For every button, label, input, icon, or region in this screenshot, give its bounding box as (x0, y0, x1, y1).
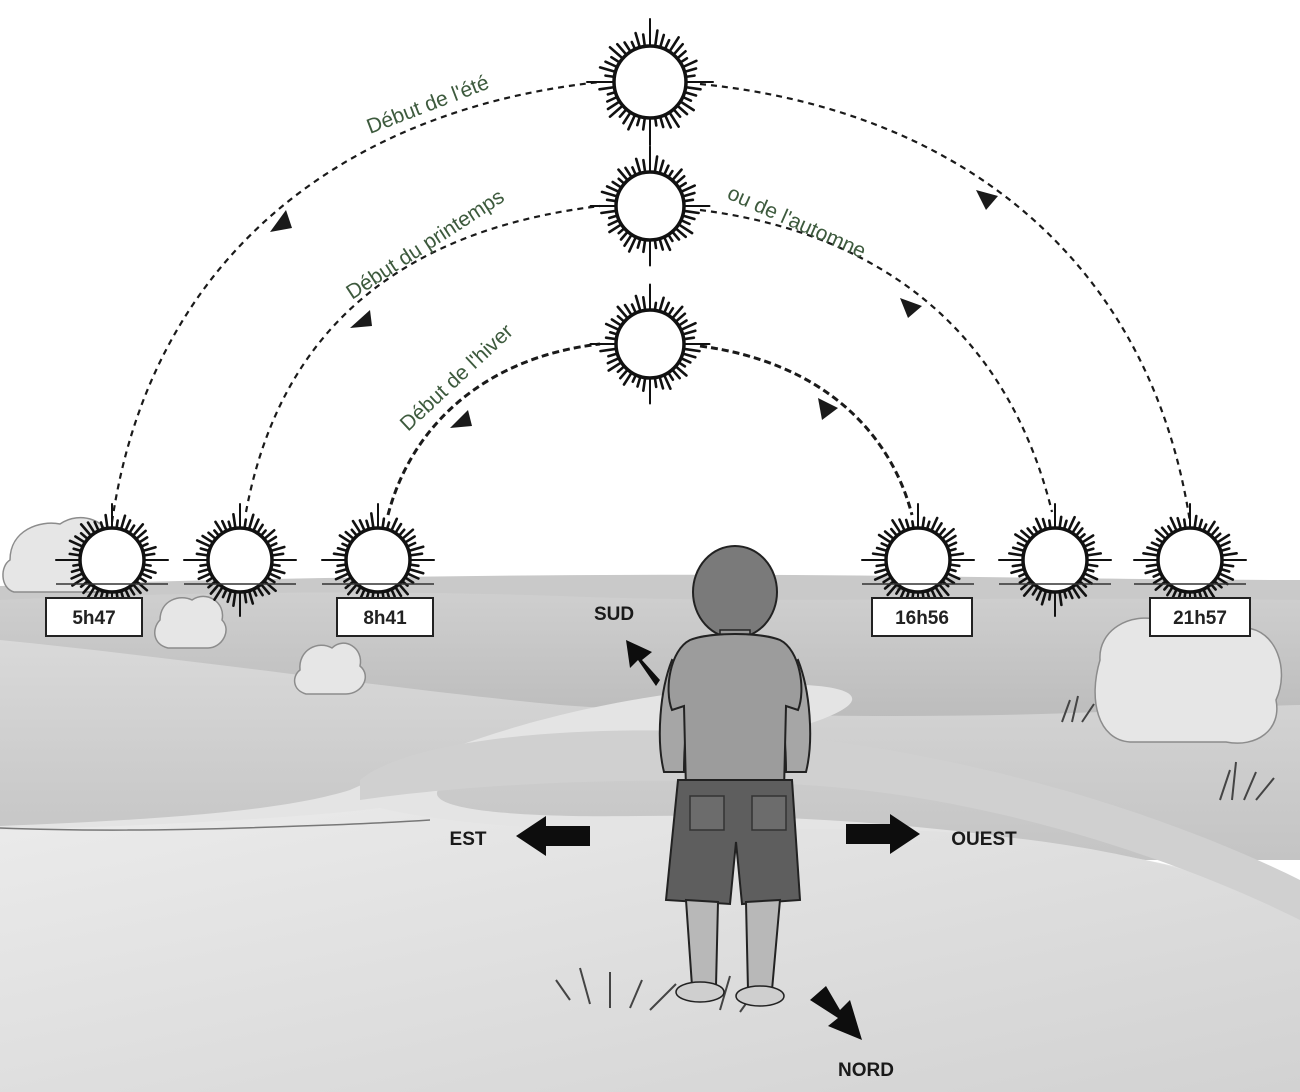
south-arrow (626, 640, 660, 686)
field-edge (0, 819, 431, 831)
child-pocket-left (689, 795, 725, 831)
north-arrow (810, 986, 862, 1040)
sun-winter-sunrise-icon (321, 503, 435, 617)
summer-arc-right (699, 82, 1192, 523)
suns (55, 18, 1247, 617)
autumn-label: ou de l'automne (724, 182, 869, 264)
east-label: EST (450, 829, 487, 850)
bush-center-left (293, 642, 366, 695)
sun-summer-noon-icon (586, 18, 714, 146)
time-box-summer-sunset: 21h57 (1149, 597, 1251, 637)
arc-arrow-equinox-right (900, 298, 922, 318)
grass-tuft-right (1219, 761, 1275, 801)
winter-sunrise-time: 8h41 (363, 608, 407, 629)
child-observer (658, 545, 812, 1007)
winter-sunset-time: 16h56 (895, 608, 949, 629)
sun-winter-noon-icon (589, 283, 711, 405)
spring-label: Début du printemps (342, 185, 508, 304)
west-label: OUEST (951, 829, 1017, 850)
grass-tuft-mid-right (1061, 695, 1095, 723)
winter-arc-right (699, 344, 914, 516)
sun-equinox-sunrise-icon (183, 503, 297, 617)
sun-equinox-noon-icon (589, 145, 711, 267)
time-box-winter-sunrise: 8h41 (336, 597, 434, 637)
north-label: NORD (838, 1060, 894, 1081)
landscape (0, 516, 1300, 1092)
arc-arrow-winter-left (450, 410, 472, 428)
child-head (692, 545, 778, 639)
arc-arrow-summer-right (976, 190, 998, 210)
foreground-meadow (0, 808, 1300, 1092)
summer-label: Début de l'été (364, 71, 493, 139)
winter-label: Début de l'hiver (396, 320, 518, 436)
south-label: SUD (594, 604, 634, 625)
child-pocket-right (751, 795, 787, 831)
grass-tuft-feet (555, 967, 761, 1013)
equinox-arc (244, 204, 601, 513)
child-left-foot (675, 981, 725, 1003)
time-labels: 5h47 8h41 16h56 21h57 (45, 597, 1251, 637)
bush-left-small (154, 595, 227, 649)
child-shirt (667, 633, 803, 791)
time-box-winter-sunset: 16h56 (871, 597, 973, 637)
arc-arrow-equinox-left (350, 310, 372, 328)
summer-arc (110, 80, 601, 523)
equinox-arc-right (699, 208, 1054, 513)
summer-sunrise-time: 5h47 (72, 608, 115, 629)
sun-arcs (110, 80, 1192, 523)
time-box-summer-sunrise: 5h47 (45, 597, 143, 637)
east-arrow (516, 816, 590, 856)
child-right-foot (735, 985, 785, 1007)
direction-arrows: SUD EST OUEST NORD (450, 604, 1018, 1081)
summer-sunset-time: 21h57 (1173, 608, 1227, 629)
sun-equinox-sunset-icon (998, 503, 1112, 617)
arc-arrow-winter-right (818, 398, 838, 420)
foreground-curve (360, 730, 1300, 920)
sun-summer-sunrise-icon (55, 503, 169, 617)
child-left-leg (684, 898, 720, 987)
arc-arrow-summer-left (270, 210, 292, 232)
winter-arc (386, 342, 601, 516)
west-arrow (846, 814, 920, 854)
